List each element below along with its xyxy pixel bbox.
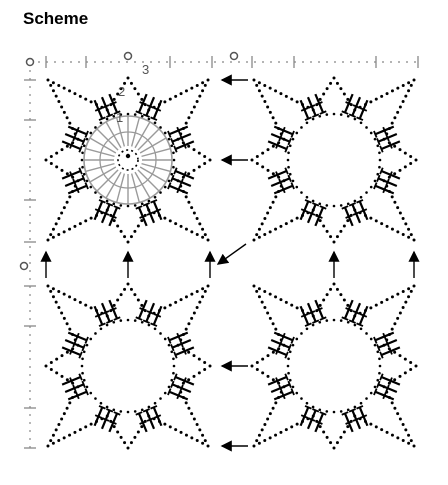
stitch-cluster — [135, 299, 163, 327]
round-label-1: 1 — [116, 110, 123, 125]
stitch-cluster — [373, 125, 401, 153]
stitch-cluster — [373, 373, 401, 401]
stitch-cluster — [93, 405, 121, 433]
stitch-cluster — [167, 373, 195, 401]
stitch-cluster — [299, 405, 327, 433]
stitch-cluster — [135, 199, 163, 227]
stitch-cluster — [341, 93, 369, 121]
inner-chain-ring — [80, 112, 176, 208]
motif — [250, 282, 418, 450]
round-label-2: 2 — [118, 84, 125, 99]
motif — [250, 76, 418, 244]
stitch-cluster — [267, 167, 295, 195]
join-arrow — [216, 243, 247, 265]
stitch-cluster — [267, 373, 295, 401]
stitch-cluster — [373, 331, 401, 359]
stitch-cluster — [341, 299, 369, 327]
edge-ticks — [24, 56, 419, 449]
stitch-cluster — [93, 299, 121, 327]
stitch-cluster — [267, 125, 295, 153]
stitch-cluster — [373, 167, 401, 195]
stitch-cluster — [93, 199, 121, 227]
stitch-cluster — [341, 405, 369, 433]
stitch-cluster — [167, 331, 195, 359]
stitch-cluster — [299, 299, 327, 327]
magic-ring-markers — [19, 51, 239, 271]
stitch-cluster — [61, 125, 89, 153]
stitch-cluster — [167, 167, 195, 195]
inner-chain-ring — [80, 318, 176, 414]
page-title: Scheme — [23, 9, 89, 28]
stitch-cluster — [135, 405, 163, 433]
stitch-cluster — [341, 199, 369, 227]
stitch-cluster — [299, 93, 327, 121]
motif — [44, 76, 212, 244]
stitch-cluster — [93, 93, 121, 121]
stitch-cluster — [61, 373, 89, 401]
round-label-3: 3 — [142, 62, 149, 77]
stitch-cluster — [61, 167, 89, 195]
stitch-cluster — [135, 93, 163, 121]
first-motif-rounds — [83, 115, 173, 205]
stitch-cluster — [299, 199, 327, 227]
inner-chain-ring — [286, 112, 382, 208]
stitch-cluster — [267, 331, 295, 359]
motif — [44, 282, 212, 450]
stitch-cluster — [167, 125, 195, 153]
inner-chain-ring — [286, 318, 382, 414]
stitch-cluster — [61, 331, 89, 359]
join-arrows — [40, 74, 420, 452]
